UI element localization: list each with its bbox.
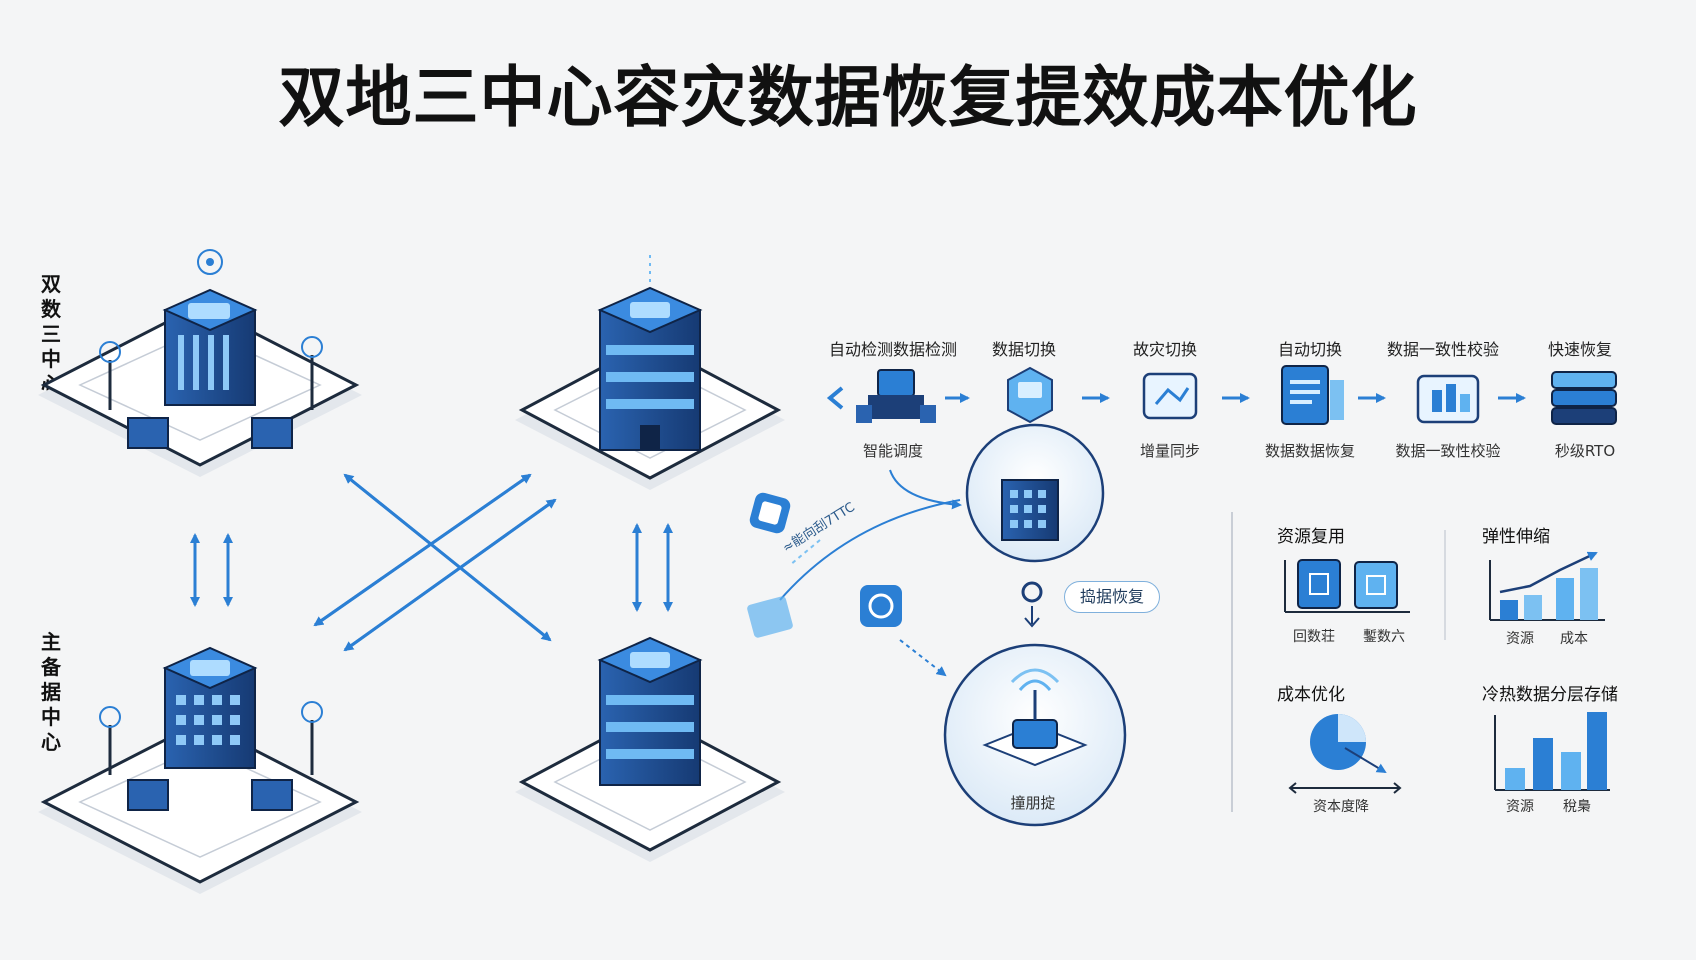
- recovery-link: [747, 469, 962, 677]
- resource-reuse-label-2: 鏨数六: [1363, 629, 1405, 645]
- recovery-pin: [1021, 581, 1043, 628]
- panel-title-resource-reuse: 资源复用: [1277, 527, 1345, 547]
- panel-cost-pie: [1288, 714, 1402, 794]
- step-icon-5: [1416, 374, 1480, 424]
- panel-resource-reuse-chart: [1284, 559, 1410, 613]
- step-sublabel-1: 智能调度: [862, 442, 924, 460]
- cost-opt-label-1: 资本度降: [1313, 799, 1369, 815]
- step-sublabel-6: 秒级RTO: [1554, 442, 1616, 460]
- step-label-4: 自动切换: [1277, 340, 1343, 359]
- recovery-node-label: 撞朋掟: [1010, 794, 1056, 812]
- step-icon-2: [1007, 366, 1053, 424]
- datacenter-top-middle: [515, 255, 785, 490]
- step-icon-4: [1281, 365, 1344, 425]
- step-label-6: 快速恢复: [1547, 340, 1613, 359]
- tiered-label-1: 资源: [1506, 799, 1534, 815]
- step-icon-1: [856, 369, 936, 423]
- elastic-label-2: 成本: [1560, 631, 1588, 647]
- step-label-3: 故灾切换: [1132, 340, 1198, 359]
- panel-title-cost-opt: 成本优化: [1277, 685, 1345, 705]
- panel-title-elastic: 弹性伸缩: [1482, 527, 1550, 547]
- datacenter-bottom-middle: [515, 636, 785, 862]
- step-sublabel-4: 数据数据恢复: [1264, 442, 1356, 460]
- tiered-label-2: 稅梟: [1563, 799, 1591, 815]
- panel-title-tiered: 冷热数据分层存储: [1482, 685, 1618, 705]
- datacenter-bottom-left: [38, 646, 362, 894]
- step-icon-3: [1142, 372, 1198, 420]
- step-sublabel-5: 数据一致性校验: [1395, 442, 1501, 460]
- recovery-circle-top: [965, 423, 1105, 563]
- page-title: 双地三中心容灾数据恢复提效成本优化: [278, 59, 1418, 136]
- step-label-2: 数据切换: [991, 340, 1057, 359]
- step-icon-6: [1551, 371, 1617, 425]
- elastic-label-1: 资源: [1506, 631, 1534, 647]
- recovery-pill: 捣据恢复: [1064, 581, 1160, 613]
- step-label-5: 数据一致性校验: [1386, 340, 1500, 359]
- panel-tiered-chart: [1494, 712, 1610, 791]
- step-label-1: 自动检测数据检测: [828, 340, 958, 359]
- step-sublabel-3: 增量同步: [1139, 442, 1201, 460]
- side-label-bottom: 主备据中心: [41, 630, 61, 754]
- recovery-circle-bottom: [943, 643, 1127, 827]
- flow-arrow-left: [826, 386, 844, 410]
- datacenter-top-left: [38, 249, 362, 477]
- sync-arrows: [190, 473, 673, 652]
- resource-reuse-label-1: 回数荘: [1293, 629, 1335, 645]
- panel-elastic-chart: [1489, 551, 1605, 621]
